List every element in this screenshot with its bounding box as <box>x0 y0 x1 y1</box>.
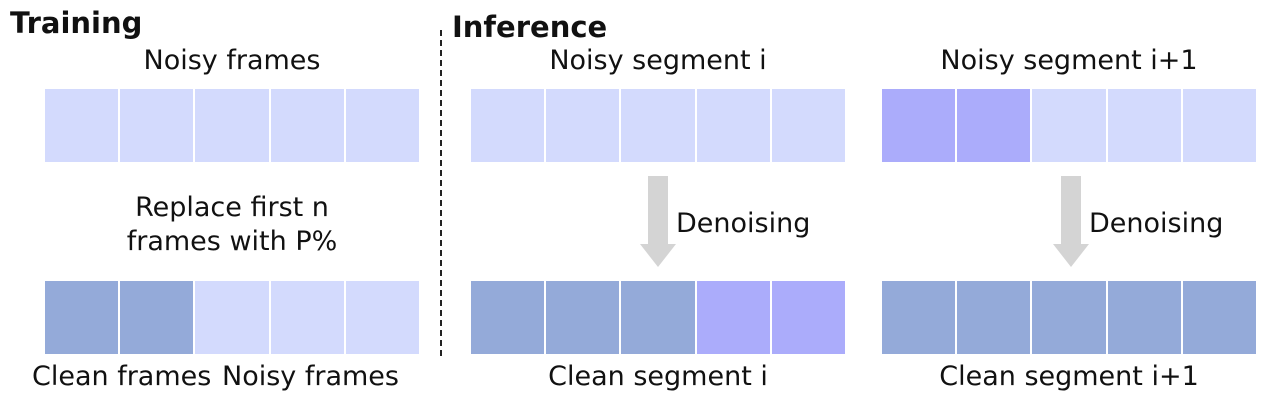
training-replace-label-line1: Replace first n <box>135 192 329 223</box>
segment-i-plus-1-down-arrow-icon <box>1053 176 1089 267</box>
training-bottom-strip-frame-2-clean <box>120 281 194 354</box>
segment-i-clean-strip-frame-5-partial <box>771 281 846 354</box>
training-top-strip-frame-2-noisy <box>120 89 194 162</box>
training-bottom-strip-frame-1-clean <box>45 281 119 354</box>
segment-i-bottom-label: Clean segment i <box>548 361 768 392</box>
training-top-label: Noisy frames <box>143 45 321 76</box>
training-clean-frames-label: Clean frames <box>32 361 212 392</box>
segment-i-noisy-strip-frame-3-noisy <box>621 89 695 162</box>
segment-i-clean-strip-frame-3-clean <box>621 281 695 354</box>
segment-i-plus-1-noisy-strip-frame-1-partial <box>882 89 956 162</box>
training-bottom-strip-frame-3-noisy <box>195 281 269 354</box>
training-replace-label-line2: frames with P% <box>126 226 338 257</box>
segment-i-plus-1-noisy-strip-frame-5-noisy <box>1182 89 1257 162</box>
segment-i-plus-1-arrow-shaft <box>1061 176 1081 244</box>
segment-i-clean-strip-frame-1-clean <box>471 281 545 354</box>
segment-i-arrow-shaft <box>648 176 668 244</box>
training-bottom-strip-frame-4-noisy <box>270 281 344 354</box>
segment-i-noisy-strip-frame-1-noisy <box>471 89 545 162</box>
training-bottom-strip <box>45 281 420 354</box>
section-divider <box>440 30 442 356</box>
training-noisy-frames-label: Noisy frames <box>222 361 399 392</box>
segment-i-plus-1-noisy-strip-frame-3-noisy <box>1032 89 1106 162</box>
segment-i-noisy-strip-frame-5-noisy <box>771 89 846 162</box>
training-top-strip-frame-5-noisy <box>345 89 420 162</box>
segment-i-plus-1-clean-strip-frame-2-clean <box>957 281 1031 354</box>
training-top-strip-frame-3-noisy <box>195 89 269 162</box>
segment-i-plus-1-arrow-head <box>1053 244 1089 267</box>
training-top-strip <box>45 89 420 162</box>
segment-i-down-arrow-icon <box>640 176 676 267</box>
segment-i-plus-1-top-label: Noisy segment i+1 <box>940 45 1198 76</box>
segment-i-plus-1-bottom-label: Clean segment i+1 <box>939 361 1199 392</box>
training-top-strip-frame-4-noisy <box>270 89 344 162</box>
segment-i-top-label: Noisy segment i <box>549 45 767 76</box>
segment-i-plus-1-noisy-strip-frame-2-partial <box>957 89 1031 162</box>
segment-i-clean-strip <box>471 281 846 354</box>
training-bottom-strip-frame-5-noisy <box>345 281 420 354</box>
segment-i-plus-1-clean-strip <box>882 281 1257 354</box>
segment-i-plus-1-clean-strip-frame-1-clean <box>882 281 956 354</box>
segment-i-noisy-strip-frame-4-noisy <box>696 89 770 162</box>
segment-i-noisy-strip-frame-2-noisy <box>546 89 620 162</box>
segment-i-plus-1-clean-strip-frame-3-clean <box>1032 281 1106 354</box>
segment-i-plus-1-denoising-label: Denoising <box>1089 208 1224 239</box>
segment-i-clean-strip-frame-2-clean <box>546 281 620 354</box>
training-top-strip-frame-1-noisy <box>45 89 119 162</box>
inference-heading: Inference <box>452 10 608 44</box>
segment-i-plus-1-clean-strip-frame-4-clean <box>1107 281 1181 354</box>
segment-i-denoising-label: Denoising <box>676 208 811 239</box>
training-heading: Training <box>10 6 143 40</box>
segment-i-arrow-head <box>640 244 676 267</box>
segment-i-clean-strip-frame-4-partial <box>696 281 770 354</box>
segment-i-plus-1-noisy-strip-frame-4-noisy <box>1107 89 1181 162</box>
segment-i-plus-1-noisy-strip <box>882 89 1257 162</box>
segment-i-plus-1-clean-strip-frame-5-clean <box>1182 281 1257 354</box>
segment-i-noisy-strip <box>471 89 846 162</box>
